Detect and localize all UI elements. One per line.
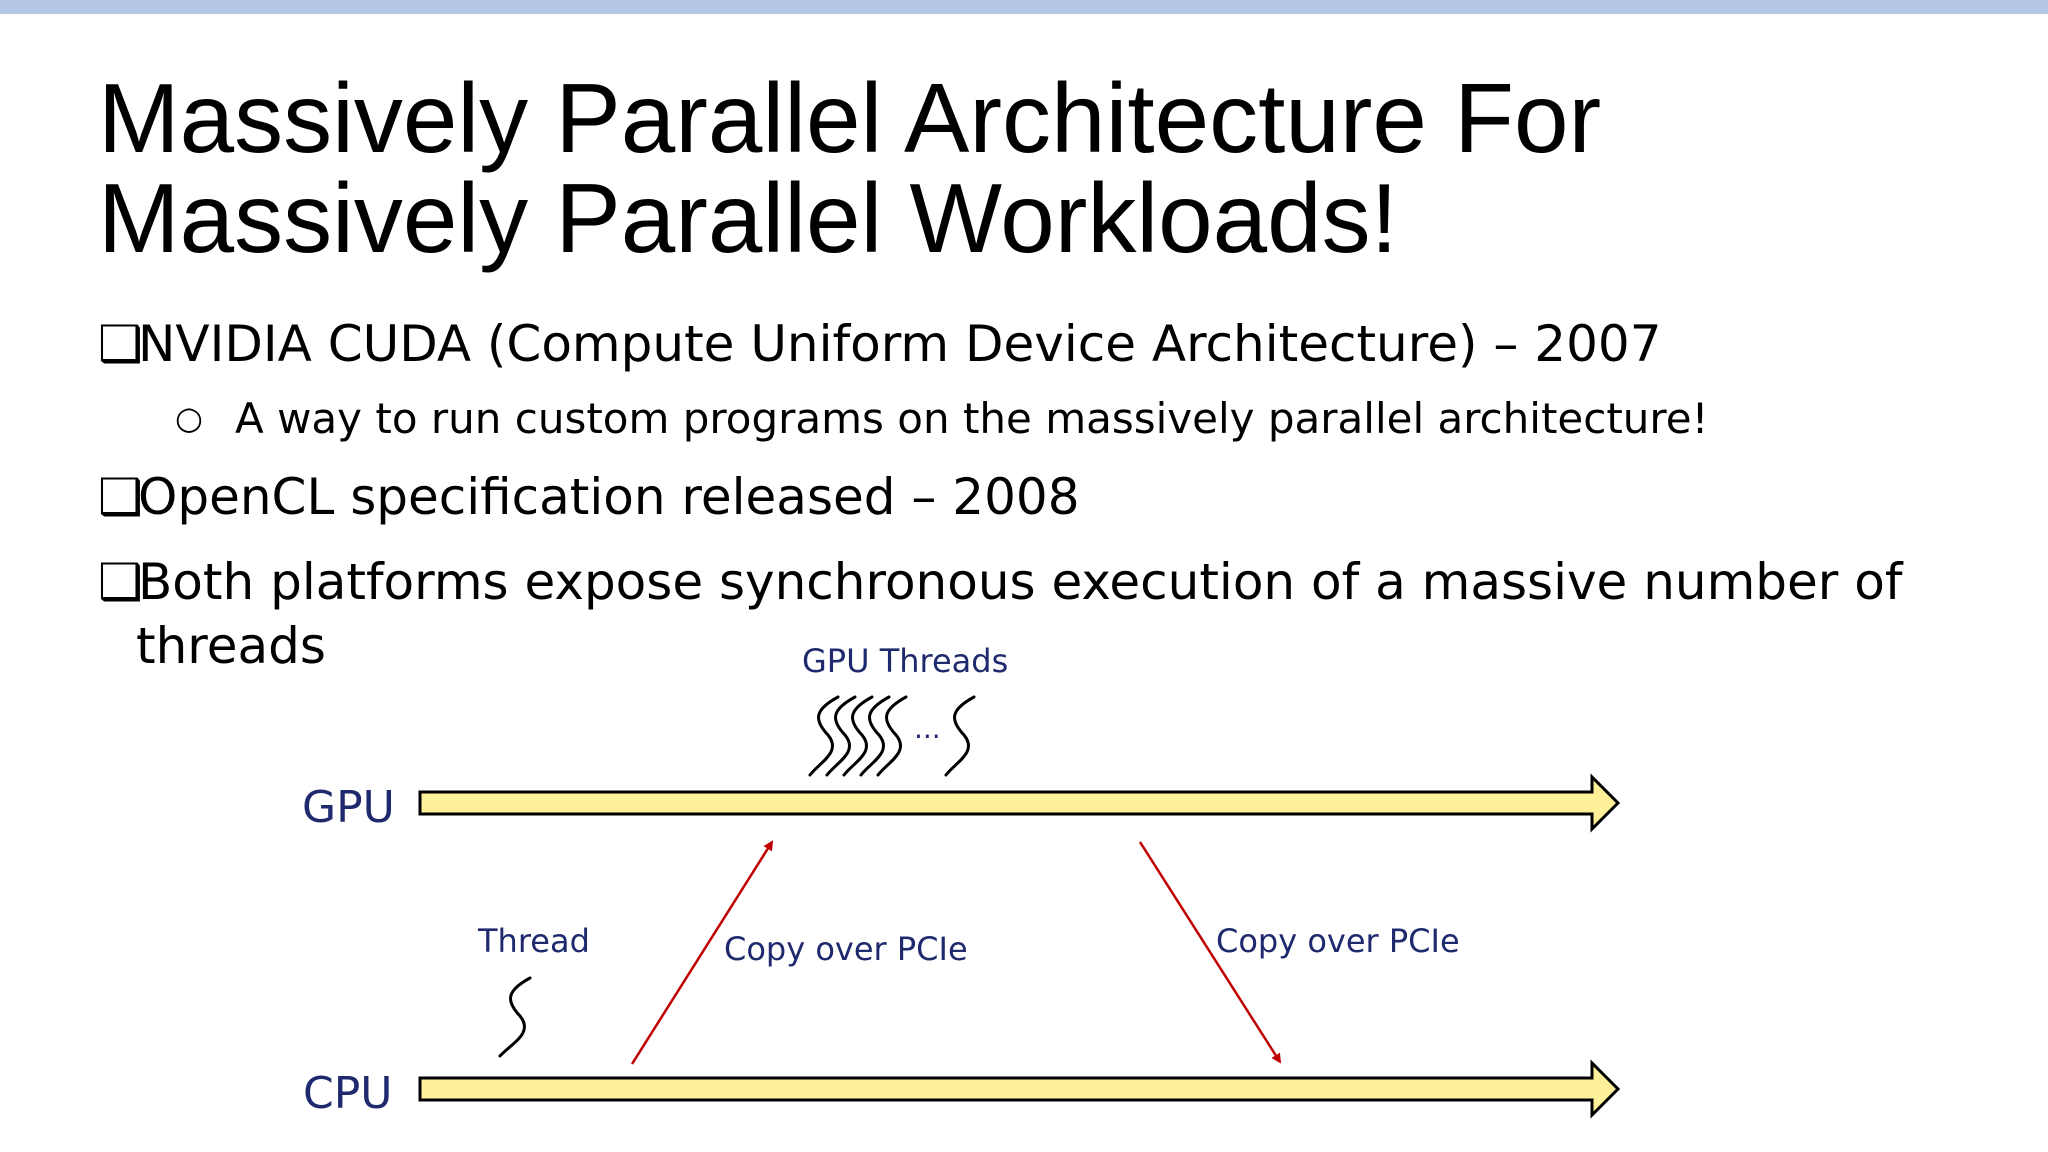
- title-line-2: Massively Parallel Workloads!: [98, 163, 1398, 273]
- gpu-timeline-arrow: [418, 773, 1621, 833]
- sub-bullet-text: A way to run custom programs on the mass…: [235, 394, 1709, 443]
- slide-title: Massively Parallel Architecture For Mass…: [98, 68, 1898, 268]
- bullet-both-text: Both platforms expose synchronous execut…: [138, 553, 1903, 611]
- gpu-threads-icon: [808, 695, 976, 777]
- gpu-label: GPU: [302, 782, 395, 833]
- top-accent-bar: [0, 0, 2048, 14]
- bullet-box-icon: ❑: [98, 468, 143, 526]
- cpu-thread-icon: [498, 976, 532, 1058]
- copy-to-gpu-arrow: [630, 840, 774, 1065]
- cpu-timeline-arrow: [418, 1059, 1621, 1119]
- bullet-cuda-text: NVIDIA CUDA (Compute Uniform Device Arch…: [138, 315, 1662, 373]
- bullet-both-continuation: threads: [136, 617, 326, 675]
- bullet-both-platforms: ❑Both platforms expose synchronous execu…: [98, 550, 1918, 678]
- bullet-box-icon: ❑: [98, 315, 143, 373]
- title-line-1: Massively Parallel Architecture For: [98, 63, 1602, 173]
- copy-to-gpu-label: Copy over PCIe: [724, 930, 968, 968]
- gpu-threads-ellipsis: ...: [914, 712, 941, 745]
- bullet-box-icon: ❑: [98, 553, 143, 611]
- copy-to-cpu-label: Copy over PCIe: [1216, 922, 1460, 960]
- bullet-cuda: ❑NVIDIA CUDA (Compute Uniform Device Arc…: [98, 312, 1918, 376]
- copy-to-cpu-arrow: [1138, 841, 1282, 1064]
- sub-bullet-circle-icon: ○: [175, 399, 203, 437]
- gpu-threads-label: GPU Threads: [802, 642, 1008, 680]
- bullet-opencl-text: OpenCL specification released – 2008: [138, 468, 1080, 526]
- bullet-opencl: ❑OpenCL specification released – 2008: [98, 465, 1918, 529]
- sub-bullet-custom-programs: ○ A way to run custom programs on the mas…: [175, 392, 1975, 445]
- cpu-thread-label: Thread: [477, 922, 590, 960]
- cpu-label: CPU: [303, 1068, 392, 1119]
